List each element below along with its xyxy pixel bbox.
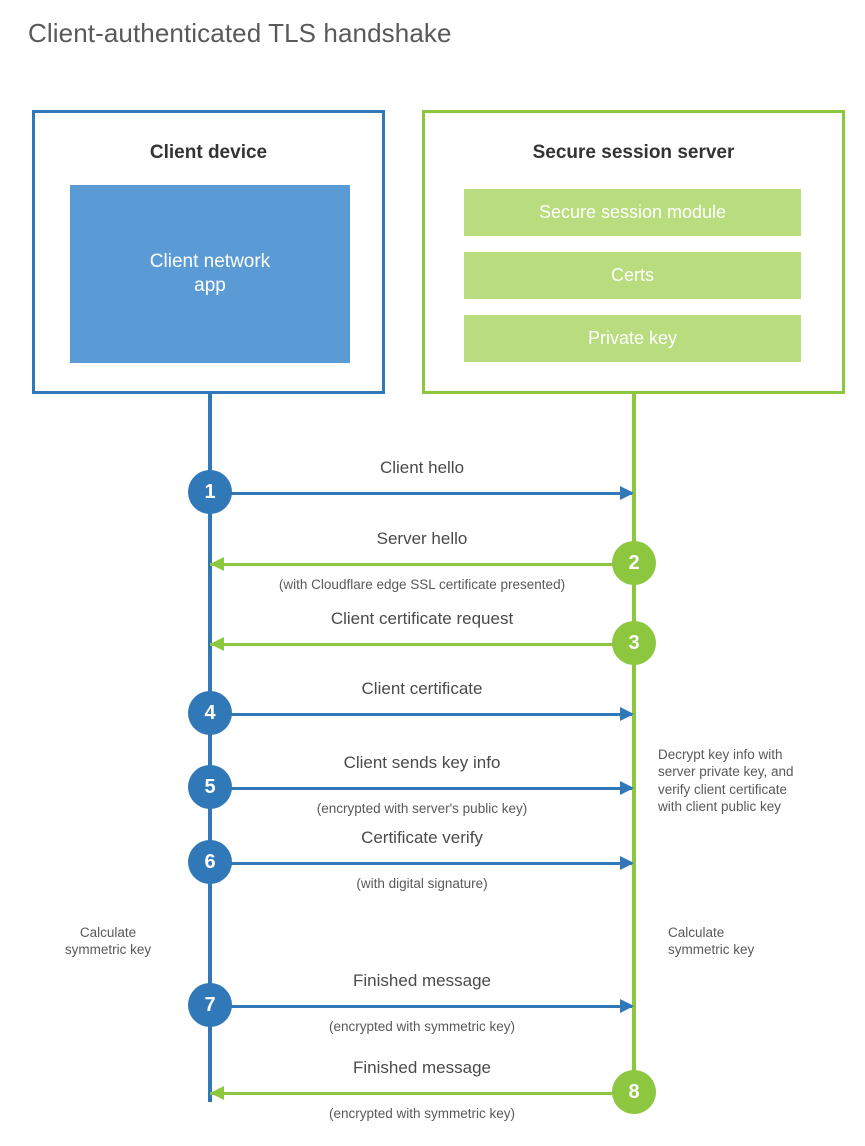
secure-session-server-box: Secure session server Secure session mod…: [422, 110, 845, 394]
message-5-sublabel: (encrypted with server's public key): [316, 801, 528, 816]
annotation-calculate-symmetric-key-server: Calculate symmetric key: [668, 925, 755, 958]
arrow-left-icon: [210, 1086, 224, 1100]
step-circle-7: 7: [188, 983, 232, 1027]
message-8-label: Finished message: [353, 1058, 491, 1077]
message-1-line: [210, 492, 632, 495]
step-circle-5: 5: [188, 765, 232, 809]
step-circle-6: 6: [188, 840, 232, 884]
message-6-label: Certificate verify: [361, 828, 483, 847]
message-8-sublabel: (encrypted with symmetric key): [328, 1106, 516, 1121]
step-circle-4: 4: [188, 691, 232, 735]
arrow-right-icon: [620, 999, 634, 1013]
message-2-line: [210, 563, 634, 566]
message-3-label: Client certificate request: [330, 609, 514, 628]
arrow-left-icon: [210, 557, 224, 571]
page-title: Client-authenticated TLS handshake: [28, 18, 452, 48]
annotation-decrypt-key-info: Decrypt key info with server private key…: [658, 747, 794, 814]
step-circle-1: 1: [188, 470, 232, 514]
annotation-calculate-symmetric-key-client: Calculate symmetric key: [64, 925, 152, 958]
step-circle-8: 8: [612, 1070, 656, 1114]
message-7-line: [210, 1005, 632, 1008]
message-6-sublabel: (with digital signature): [356, 876, 488, 891]
message-4-line: [210, 713, 632, 716]
message-7-label: Finished message: [353, 971, 491, 990]
message-2-label: Server hello: [376, 529, 468, 548]
client-device-box: Client device Client network app: [32, 110, 385, 394]
message-1-label: Client hello: [379, 458, 465, 477]
message-4-label: Client certificate: [361, 679, 483, 698]
arrow-right-icon: [620, 707, 634, 721]
message-6-line: [210, 862, 632, 865]
arrow-right-icon: [620, 856, 634, 870]
client-network-app-block: Client network app: [70, 185, 350, 363]
step-circle-3: 3: [612, 621, 656, 665]
arrow-right-icon: [620, 486, 634, 500]
arrow-right-icon: [620, 781, 634, 795]
step-circle-2: 2: [612, 541, 656, 585]
server-lifeline: [632, 392, 636, 1094]
client-device-title: Client device: [149, 142, 268, 163]
message-3-line: [210, 643, 634, 646]
server-component-private-key: Private key: [464, 315, 801, 362]
message-5-line: [210, 787, 632, 790]
server-component-certs: Certs: [464, 252, 801, 299]
secure-session-server-title: Secure session server: [532, 142, 735, 163]
client-lifeline: [208, 392, 212, 1102]
message-7-sublabel: (encrypted with symmetric key): [328, 1019, 516, 1034]
server-component-secure-session-module: Secure session module: [464, 189, 801, 236]
message-5-label: Client sends key info: [343, 753, 501, 772]
arrow-left-icon: [210, 637, 224, 651]
message-2-sublabel: (with Cloudflare edge SSL certificate pr…: [278, 577, 566, 592]
message-8-line: [210, 1092, 634, 1095]
